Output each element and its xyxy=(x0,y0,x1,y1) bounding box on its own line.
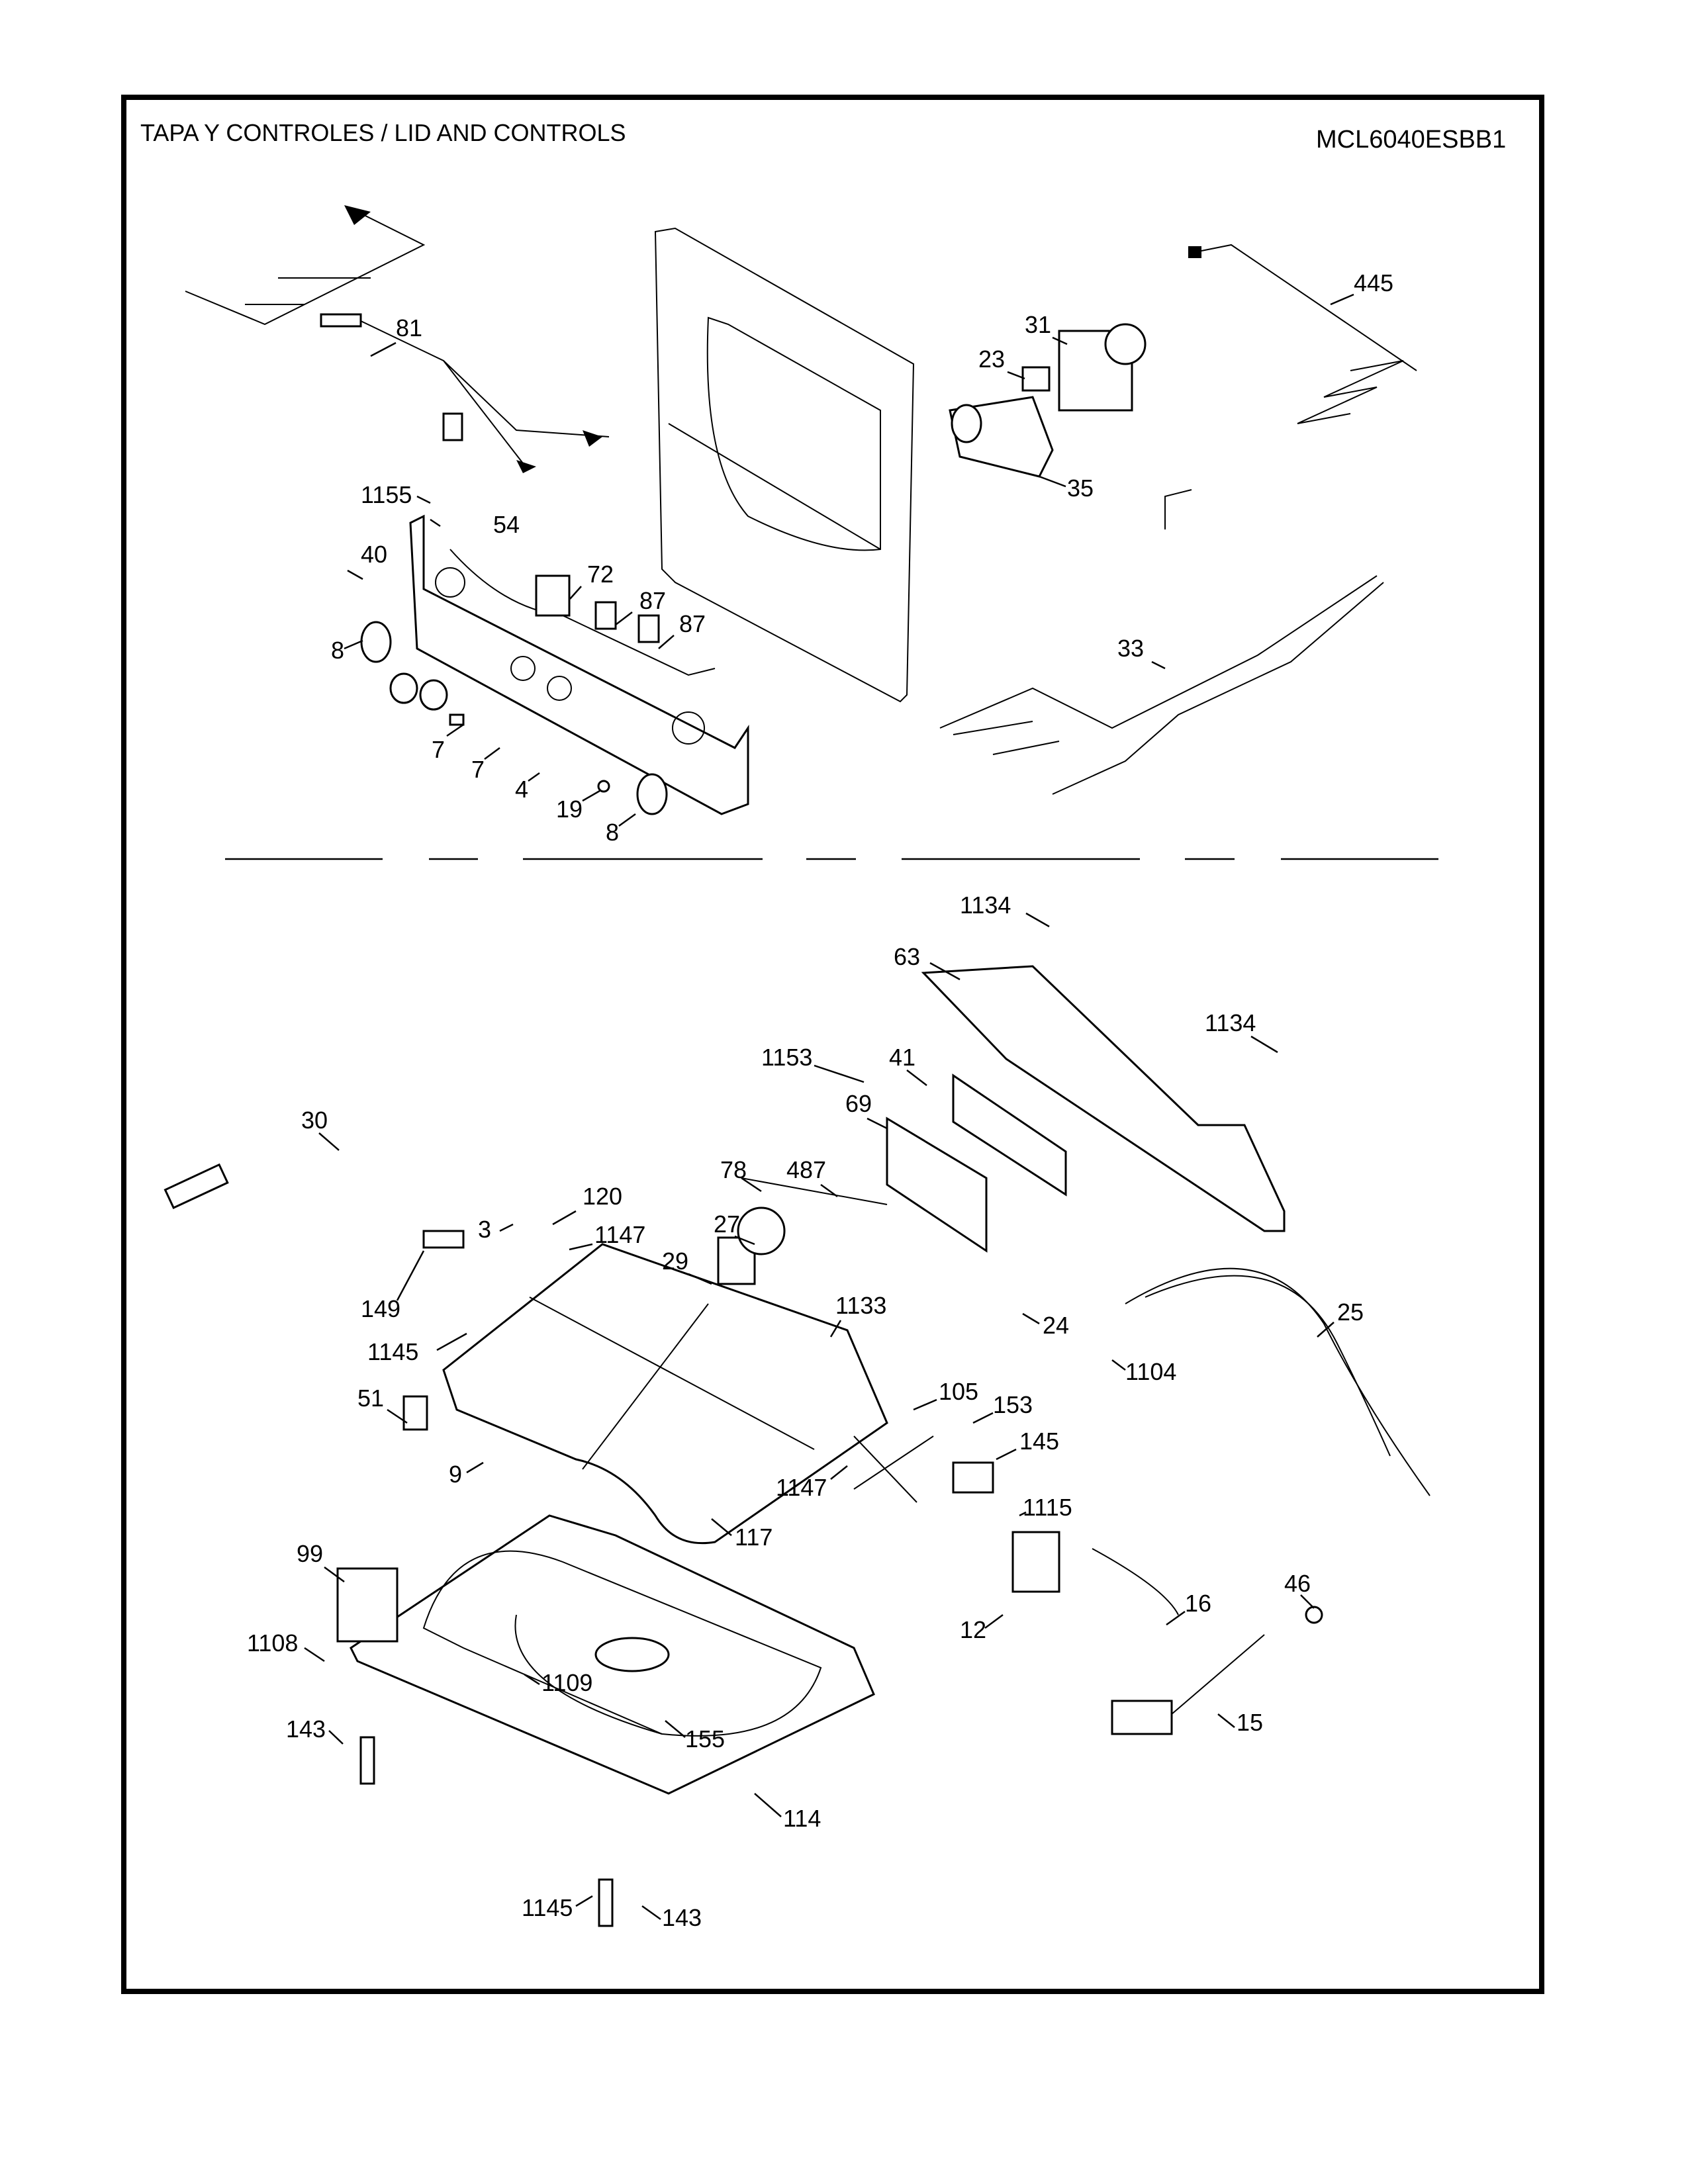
cabinet-panel xyxy=(654,227,915,703)
callout-1104: 1104 xyxy=(1125,1358,1176,1385)
callout-15: 15 xyxy=(1237,1709,1263,1736)
wire-harness-81 xyxy=(185,205,610,473)
callout-149: 149 xyxy=(361,1295,400,1322)
callout-25: 25 xyxy=(1337,1298,1364,1326)
callout-8-a: 8 xyxy=(331,637,344,664)
callout-29: 29 xyxy=(662,1248,688,1275)
callout-4: 4 xyxy=(515,776,528,803)
callout-40: 40 xyxy=(361,541,387,568)
callout-9: 9 xyxy=(449,1461,462,1488)
callout-155: 155 xyxy=(685,1725,725,1752)
model-number: MCL6040ESBB1 xyxy=(1316,126,1507,154)
callout-30: 30 xyxy=(301,1107,328,1134)
control-board-69 xyxy=(886,1073,1067,1253)
callout-1115: 1115 xyxy=(1023,1494,1072,1521)
callout-23: 23 xyxy=(978,345,1005,373)
callout-1109: 1109 xyxy=(541,1669,592,1696)
callout-24: 24 xyxy=(1043,1312,1069,1339)
callout-46: 46 xyxy=(1284,1570,1311,1597)
callout-1145-a: 1145 xyxy=(367,1338,418,1365)
callout-87-b: 87 xyxy=(679,610,706,637)
callout-1147-b: 1147 xyxy=(776,1474,827,1501)
callout-1155: 1155 xyxy=(361,481,412,508)
callout-35: 35 xyxy=(1067,475,1094,502)
callout-117: 117 xyxy=(735,1524,773,1551)
callout-87-a: 87 xyxy=(639,587,666,614)
top-114 xyxy=(350,1514,875,1795)
callout-8-b: 8 xyxy=(606,819,619,846)
callout-63: 63 xyxy=(894,943,920,970)
timer-assembly xyxy=(949,323,1147,478)
callout-145: 145 xyxy=(1019,1428,1059,1455)
diagram-title: TAPA Y CONTROLES / LID AND CONTROLS xyxy=(140,119,626,146)
callout-19: 19 xyxy=(556,796,583,823)
callout-69: 69 xyxy=(845,1090,872,1117)
heater-element-445 xyxy=(1188,244,1417,424)
callout-1108: 1108 xyxy=(247,1629,298,1657)
callout-143-b: 143 xyxy=(662,1904,702,1931)
callout-12: 12 xyxy=(960,1616,986,1643)
callout-1147-a: 1147 xyxy=(594,1221,645,1248)
callout-114: 114 xyxy=(783,1805,821,1832)
callout-41: 41 xyxy=(889,1044,915,1071)
callout-120: 120 xyxy=(583,1183,622,1210)
small-parts xyxy=(164,1163,1430,1927)
callout-153: 153 xyxy=(993,1391,1033,1418)
callout-72: 72 xyxy=(587,561,614,588)
callout-143-a: 143 xyxy=(286,1715,326,1743)
callout-105: 105 xyxy=(939,1378,978,1405)
control-panel-40 xyxy=(409,412,749,815)
knob-8a-shape xyxy=(360,621,392,663)
callout-1134-b: 1134 xyxy=(1205,1009,1256,1036)
callout-99: 99 xyxy=(297,1540,323,1567)
callout-16: 16 xyxy=(1185,1590,1211,1617)
callout-54: 54 xyxy=(493,511,520,538)
callout-31: 31 xyxy=(1025,311,1051,338)
callout-1133: 1133 xyxy=(835,1292,886,1319)
callout-27: 27 xyxy=(714,1210,740,1238)
wire-harness-33 xyxy=(939,489,1384,795)
callout-445: 445 xyxy=(1354,269,1393,296)
callout-3: 3 xyxy=(478,1216,491,1243)
lid-117 xyxy=(442,1243,888,1545)
callout-7-b: 7 xyxy=(471,756,485,783)
callout-51: 51 xyxy=(357,1385,384,1412)
diagram-frame xyxy=(121,95,1544,1994)
callout-1145-b: 1145 xyxy=(522,1894,573,1921)
callout-1153: 1153 xyxy=(761,1044,812,1071)
mounting-bracket-63 xyxy=(921,965,1286,1232)
callouts: 81 31 23 445 35 1155 54 40 72 87 87 33 8… xyxy=(247,269,1393,1931)
callout-33: 33 xyxy=(1117,635,1144,662)
knobs xyxy=(360,621,668,815)
callout-487: 487 xyxy=(786,1156,826,1183)
callout-81: 81 xyxy=(396,314,422,341)
callout-1134-a: 1134 xyxy=(960,891,1011,919)
callout-7-a: 7 xyxy=(432,736,445,763)
